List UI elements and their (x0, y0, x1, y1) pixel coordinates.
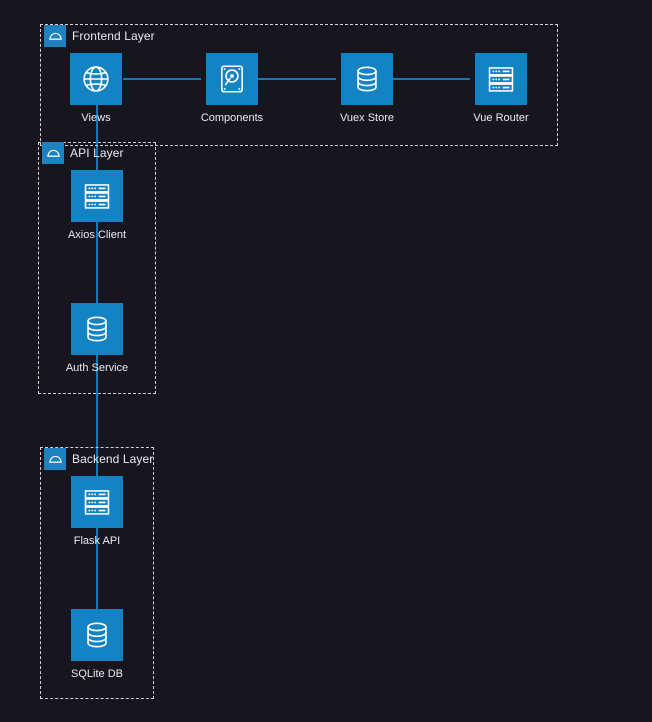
node-sqlite-db[interactable]: SQLite DB (71, 609, 123, 680)
node-label-vue-router: Vue Router (473, 112, 529, 124)
layer-group-frontend[interactable] (40, 24, 558, 146)
server-icon (475, 53, 527, 105)
edge-components-vuex (258, 78, 336, 80)
cloud-icon (44, 25, 66, 47)
node-flask-api[interactable]: Flask API (71, 476, 123, 547)
node-auth-service[interactable]: Auth Service (66, 303, 128, 374)
layer-title-api: API Layer (70, 146, 124, 160)
node-vuex-store[interactable]: Vuex Store (340, 53, 395, 124)
edge-flask-sqlite (96, 527, 98, 609)
node-label-views: Views (81, 112, 111, 124)
node-label-axios-client: Axios Client (67, 229, 127, 241)
node-label-sqlite-db: SQLite DB (71, 668, 123, 680)
node-label-vuex-store: Vuex Store (340, 112, 395, 124)
edge-vuex-vuerouter (392, 78, 470, 80)
layer-group-api[interactable] (38, 142, 156, 394)
layer-header-api: API Layer (42, 142, 124, 164)
cloud-icon (44, 448, 66, 470)
node-axios-client[interactable]: Axios Client (67, 170, 127, 241)
edge-auth-flask (96, 354, 98, 476)
node-label-flask-api: Flask API (73, 535, 121, 547)
node-components[interactable]: Components (201, 53, 263, 124)
server-icon (71, 170, 123, 222)
layer-group-backend[interactable] (40, 447, 154, 699)
edge-views-components (123, 78, 201, 80)
node-views[interactable]: Views (70, 53, 122, 124)
edge-views-axios (96, 104, 98, 170)
database-icon (71, 303, 123, 355)
node-label-components: Components (200, 112, 264, 124)
harddisk-icon (206, 53, 258, 105)
layer-header-frontend: Frontend Layer (44, 25, 155, 47)
globe-icon (70, 53, 122, 105)
layer-title-frontend: Frontend Layer (72, 29, 155, 43)
database-icon (341, 53, 393, 105)
server-icon (71, 476, 123, 528)
layer-header-backend: Backend Layer (44, 448, 153, 470)
edge-axios-auth (96, 221, 98, 303)
database-icon (71, 609, 123, 661)
cloud-icon (42, 142, 64, 164)
node-label-auth-service: Auth Service (65, 362, 129, 374)
layer-title-backend: Backend Layer (72, 452, 154, 466)
node-vue-router[interactable]: Vue Router (473, 53, 529, 124)
